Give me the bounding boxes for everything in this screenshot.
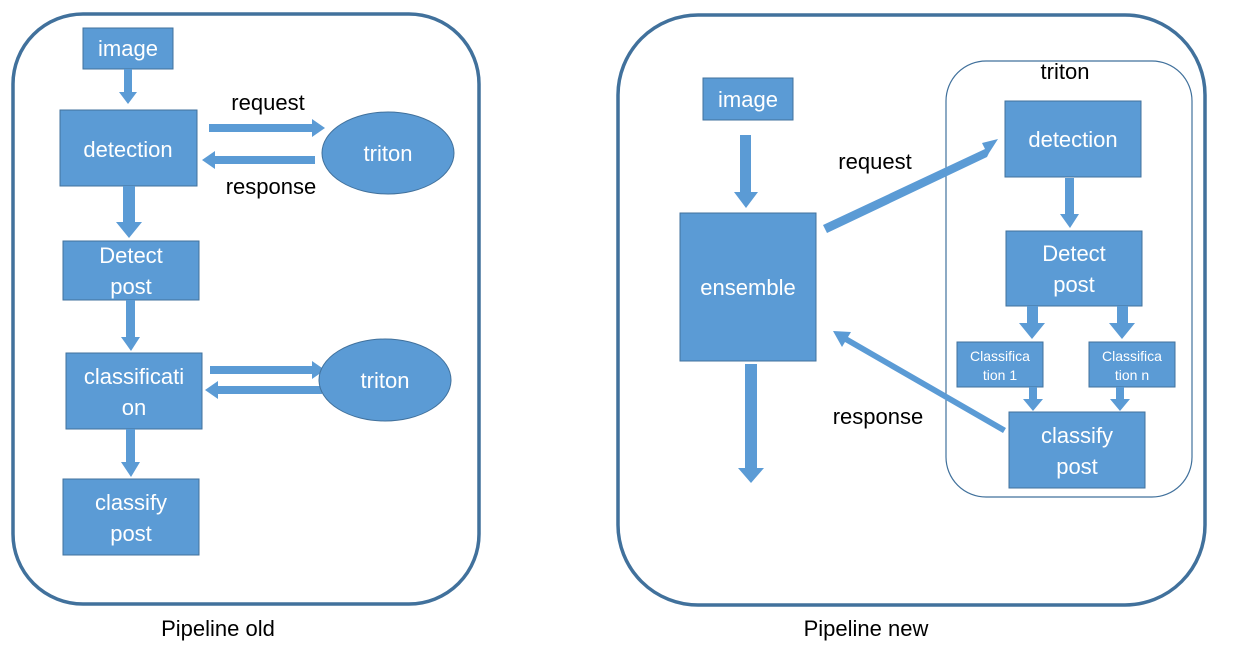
new-classify-post-line2: post <box>1056 454 1098 479</box>
new-image-label: image <box>718 87 778 112</box>
new-detection-box <box>1004 100 1142 178</box>
old-arrow-image-detection <box>119 69 137 104</box>
old-arrow-detection-detectpost <box>116 186 142 238</box>
new-classification-n-line1: Classifica <box>1102 348 1162 364</box>
new-classification-n-line2: tion n <box>1115 367 1149 383</box>
old-response-label: response <box>226 174 317 199</box>
new-request-arrow <box>823 139 998 233</box>
new-request-label: request <box>838 149 911 174</box>
old-detection-label: detection <box>83 137 172 162</box>
old-response-arrow <box>202 151 315 169</box>
old-arrow-classification-classifypost <box>121 429 140 477</box>
new-pipeline-frame <box>616 13 1207 607</box>
old-classify-post-line1: classify <box>95 490 167 515</box>
new-arrow-detection-detectpost <box>1060 178 1079 228</box>
new-pipeline-caption: Pipeline new <box>804 616 929 641</box>
new-classification-1-line1: Classifica <box>970 348 1030 364</box>
new-detect-post-line2: post <box>1053 272 1095 297</box>
new-triton-group-label: triton <box>1041 59 1090 84</box>
new-arrow-image-ensemble <box>734 135 758 208</box>
old-response-arrow-2 <box>205 381 322 399</box>
new-classification-n-box <box>1088 341 1176 388</box>
new-response-label: response <box>833 404 924 429</box>
old-request-arrow-2 <box>210 361 325 379</box>
new-arrow-class1-classifypost <box>1023 387 1043 411</box>
old-triton-ellipse-1 <box>321 111 455 195</box>
old-classification-line2: on <box>122 395 146 420</box>
old-triton-label-1: triton <box>364 141 413 166</box>
old-pipeline-frame <box>11 12 481 606</box>
old-image-label: image <box>98 36 158 61</box>
old-detect-post-line2: post <box>110 274 152 299</box>
new-detection-label: detection <box>1028 127 1117 152</box>
new-arrow-classn-classifypost <box>1110 387 1130 411</box>
new-classify-post-box <box>1008 411 1146 489</box>
old-triton-label-2: triton <box>361 368 410 393</box>
new-arrow-detectpost-classn <box>1109 306 1135 339</box>
new-detect-post-box <box>1005 230 1143 307</box>
new-ensemble-box <box>679 212 817 362</box>
new-triton-group-frame <box>945 60 1193 498</box>
new-classify-post-line1: classify <box>1041 423 1113 448</box>
new-classification-1-box <box>956 341 1044 388</box>
old-pipeline-caption: Pipeline old <box>161 616 275 641</box>
old-request-arrow <box>209 119 325 137</box>
new-arrow-ensemble-output <box>738 364 764 483</box>
new-arrow-detectpost-class1 <box>1019 306 1045 339</box>
new-ensemble-label: ensemble <box>700 275 795 300</box>
old-request-label: request <box>231 90 304 115</box>
old-classification-box <box>65 352 203 430</box>
new-detect-post-line1: Detect <box>1042 241 1106 266</box>
old-detect-post-box <box>62 240 200 301</box>
old-detection-box <box>59 109 198 187</box>
old-arrow-detectpost-classification <box>121 300 140 351</box>
new-image-box <box>702 77 794 121</box>
old-classify-post-box <box>62 478 200 556</box>
old-detect-post-line1: Detect <box>99 243 163 268</box>
old-classify-post-line2: post <box>110 521 152 546</box>
old-triton-ellipse-2 <box>318 338 452 422</box>
old-classification-line1: classificati <box>84 364 184 389</box>
new-classification-1-line2: tion 1 <box>983 367 1017 383</box>
new-response-arrow <box>833 331 1006 433</box>
